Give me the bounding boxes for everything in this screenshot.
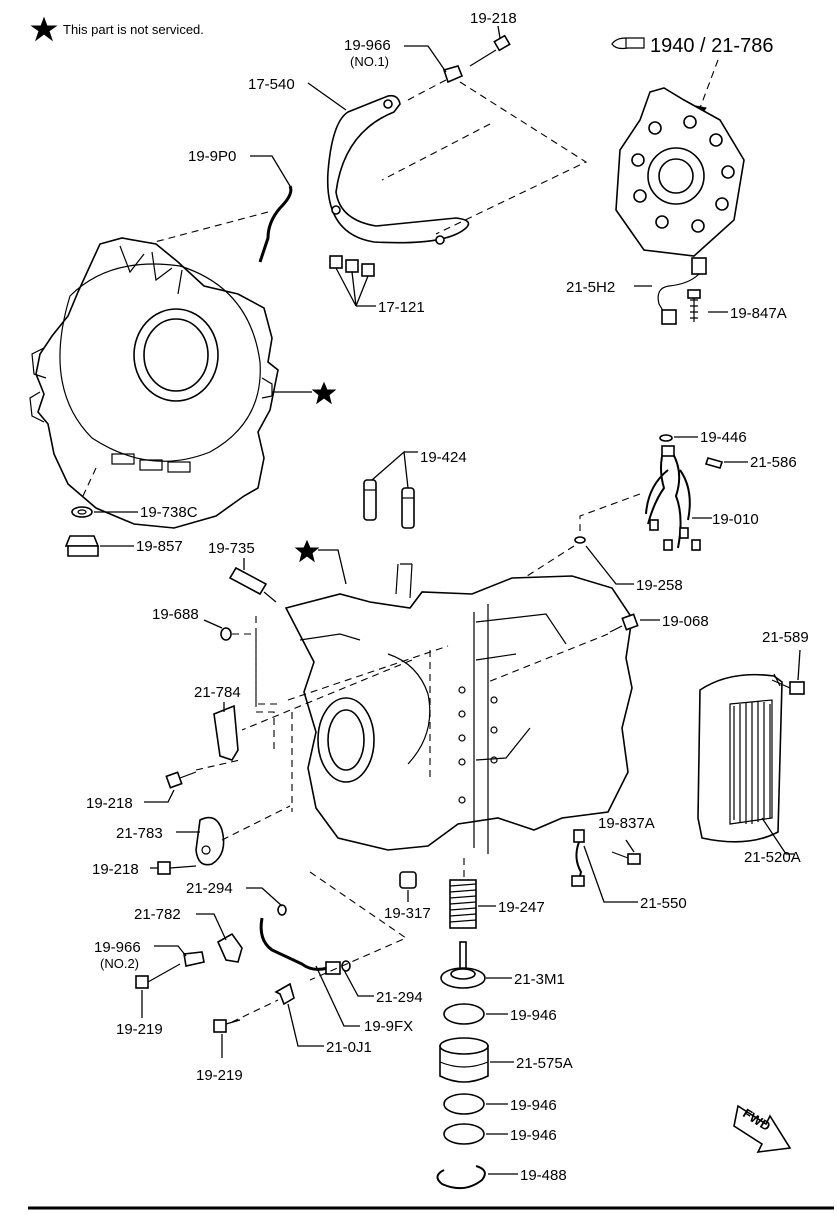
label-21-294-b: 21-294 [376, 989, 423, 1006]
star-icon [311, 381, 337, 405]
label-19-966-no2: 19-966 [94, 939, 141, 956]
plug-19-317 [399, 871, 417, 889]
clip-21-586 [704, 457, 724, 469]
label-19-424: 19-424 [420, 449, 467, 466]
o-ring-19-946-b [443, 1093, 485, 1115]
sensor-19-735 [228, 566, 277, 603]
label-21-784: 21-784 [194, 684, 241, 701]
not-serviced-note: This part is not serviced. [30, 16, 204, 42]
label-21-0J1: 21-0J1 [326, 1039, 372, 1056]
spring-19-247 [449, 879, 477, 929]
bracket-21-784 [213, 704, 239, 761]
bolt-19-218-low [157, 861, 197, 875]
label-19-966-no1: 19-966 [344, 37, 391, 54]
label-21-294-a: 21-294 [186, 880, 233, 897]
o-ring-19-258 [574, 536, 586, 544]
label-19-219-a: 19-219 [116, 1021, 163, 1038]
pipe-19-9FX [259, 917, 329, 971]
label-21-575A: 21-575A [516, 1055, 573, 1072]
label-21-586: 21-586 [750, 454, 797, 471]
clips-17-121 [329, 255, 376, 307]
label-19-247: 19-247 [498, 899, 545, 916]
label-19-966-no1-sub: (NO.1) [350, 54, 389, 69]
label-19-068: 19-068 [662, 613, 709, 630]
bracket-19-966-no1 [442, 65, 464, 84]
label-19-218-top: 19-218 [470, 10, 517, 27]
seal-19-688 [220, 627, 232, 641]
converter-housing [29, 237, 279, 529]
label-19-219-b: 19-219 [196, 1067, 243, 1084]
reference-text: 1940 / 21-786 [650, 35, 773, 57]
label-19-9FX: 19-9FX [364, 1018, 413, 1035]
bolt-19-219-b [213, 1019, 241, 1033]
bolt-19-218-top [469, 34, 511, 67]
label-19-258: 19-258 [636, 577, 683, 594]
label-19-688: 19-688 [152, 606, 199, 623]
fwd-arrow-icon: FWD [733, 1104, 792, 1153]
label-21-550: 21-550 [640, 895, 687, 912]
label-19-946-c: 19-946 [510, 1127, 557, 1144]
bolt-19-837A [611, 851, 641, 865]
label-19-446: 19-446 [700, 429, 747, 446]
star-icon [30, 16, 58, 42]
label-19-738C: 19-738C [140, 504, 198, 521]
sensor-21-550 [571, 829, 585, 887]
label-19-946-b: 19-946 [510, 1097, 557, 1114]
bolt-19-068 [609, 613, 639, 633]
bolt-21-589 [771, 673, 805, 695]
o-ring-19-946-c [443, 1123, 485, 1145]
washer-19-738C [71, 506, 93, 518]
label-19-218-mid: 19-218 [86, 795, 133, 812]
label-19-488: 19-488 [520, 1167, 567, 1184]
o-ring-21-294-a [277, 904, 287, 916]
label-19-837A: 19-837A [598, 815, 655, 832]
snap-ring-19-488 [436, 1165, 486, 1190]
label-17-121: 17-121 [378, 299, 425, 316]
transaxle-case [284, 563, 633, 854]
piston-21-3M1 [440, 941, 486, 989]
label-19-010: 19-010 [712, 511, 759, 528]
label-19-735: 19-735 [208, 540, 255, 557]
o-ring-19-946-a [443, 1003, 485, 1025]
label-21-3M1: 21-3M1 [514, 971, 565, 988]
accumulator-21-575A [439, 1037, 489, 1083]
label-19-218-low: 19-218 [92, 861, 139, 878]
star-icon [294, 539, 320, 563]
plug-19-857 [64, 535, 100, 557]
plate-21-783 [195, 816, 225, 866]
bracket-19-966-no2 [183, 951, 205, 967]
label-19-317: 19-317 [384, 905, 431, 922]
label-21-589: 21-589 [762, 629, 809, 646]
label-17-540: 17-540 [248, 76, 295, 93]
breather-pipe-19-9P0 [258, 185, 293, 263]
pump-cover-plate [615, 87, 745, 257]
note-text: This part is not serviced. [63, 22, 204, 37]
bracket-21-0J1 [274, 982, 295, 1006]
dowel-pins-19-424 [363, 479, 415, 529]
label-19-847A: 19-847A [730, 305, 787, 322]
label-21-782: 21-782 [134, 906, 181, 923]
pointing-hand-icon [611, 37, 645, 50]
reference-callout: 1940 / 21-786 [611, 35, 773, 118]
bolt-19-219-a [135, 963, 181, 989]
label-21-5H2: 21-5H2 [566, 279, 615, 296]
label-19-966-no2-sub: (NO.2) [100, 956, 139, 971]
label-19-9P0: 19-9P0 [188, 148, 236, 165]
label-19-857: 19-857 [136, 538, 183, 555]
label-21-783: 21-783 [116, 825, 163, 842]
label-19-946-a: 19-946 [510, 1007, 557, 1024]
label-21-520A: 21-520A [744, 849, 801, 866]
oil-pan-21-520A [697, 673, 783, 843]
oil-baffle-17-540 [326, 94, 470, 245]
wire-harness-19-010 [645, 434, 701, 551]
bolt-19-218-mid [165, 771, 197, 789]
bracket-21-782 [216, 932, 243, 963]
sensor-21-5H2 [657, 257, 707, 325]
